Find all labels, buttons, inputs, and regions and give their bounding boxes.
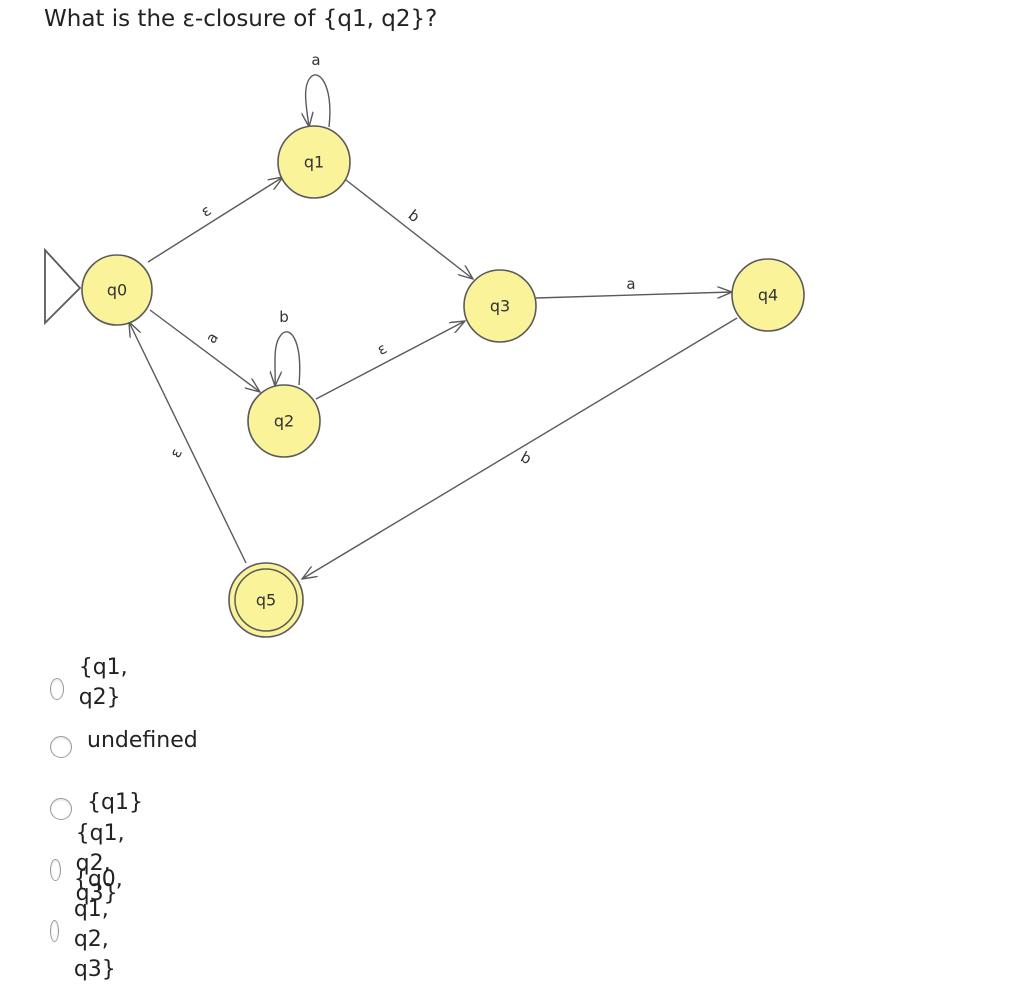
state-label-q1: q1 — [304, 153, 324, 172]
radio-button[interactable] — [50, 859, 61, 881]
edge-label-q5-q0: ε — [166, 445, 186, 460]
state-q4: q4 — [731, 258, 805, 332]
state-label-q3: q3 — [490, 297, 510, 316]
radio-button[interactable] — [50, 736, 72, 758]
edge-q2-q3 — [315, 321, 465, 400]
state-label-q0: q0 — [107, 281, 127, 300]
edge-label-q2-loop: b — [279, 308, 289, 326]
option-label: undefined — [87, 728, 198, 753]
edge-q0-q1 — [147, 177, 283, 263]
edge-q1-q3 — [345, 179, 473, 279]
edge-label-q4-q5: b — [518, 448, 535, 468]
edge-q5-q0 — [129, 322, 247, 564]
edge-label-q0-q2: a — [202, 329, 222, 346]
state-q3: q3 — [463, 269, 537, 343]
edge-label-q2-q3: ε — [374, 339, 390, 359]
question-text: What is the ε-closure of {q1, q2}? — [44, 6, 438, 32]
edge-q3-q4 — [535, 292, 732, 299]
start-arrow — [44, 247, 82, 326]
edge-label-q1-loop: a — [311, 51, 320, 69]
option-label: {q1, q2} — [78, 655, 128, 710]
radio-button[interactable] — [50, 798, 72, 820]
state-q1: q1 — [277, 125, 351, 199]
radio-button[interactable] — [50, 920, 59, 942]
edge-label-q1-q3: b — [405, 206, 424, 226]
state-label-q5: q5 — [256, 591, 276, 610]
option-label: {q1} — [87, 790, 143, 815]
edge-q4-q5 — [302, 317, 738, 579]
option-4[interactable]: {q1, q2, q3} — [50, 821, 136, 906]
state-q0: q0 — [81, 254, 153, 326]
edge-label-q3-q4: a — [626, 275, 635, 293]
option-2[interactable]: undefined — [50, 726, 198, 758]
radio-button[interactable] — [50, 678, 64, 700]
option-5[interactable]: {q0, q1, q2, q3} — [50, 867, 136, 982]
edge-q0-q2 — [149, 309, 260, 392]
option-label: {q1, q2, q3} — [75, 821, 125, 906]
state-q2: q2 — [247, 384, 321, 458]
state-label-q4: q4 — [758, 286, 778, 305]
state-q5-accept: q5 — [228, 562, 304, 638]
option-label: {q0, q1, q2, q3} — [73, 867, 123, 982]
state-label-q2: q2 — [274, 412, 294, 431]
option-3[interactable]: {q1} — [50, 788, 143, 820]
edge-label-q0-q1: ε — [198, 201, 215, 221]
edge-q2-loop — [275, 331, 301, 386]
edge-q1-loop — [306, 74, 331, 127]
option-1[interactable]: {q1, q2} — [50, 655, 136, 710]
